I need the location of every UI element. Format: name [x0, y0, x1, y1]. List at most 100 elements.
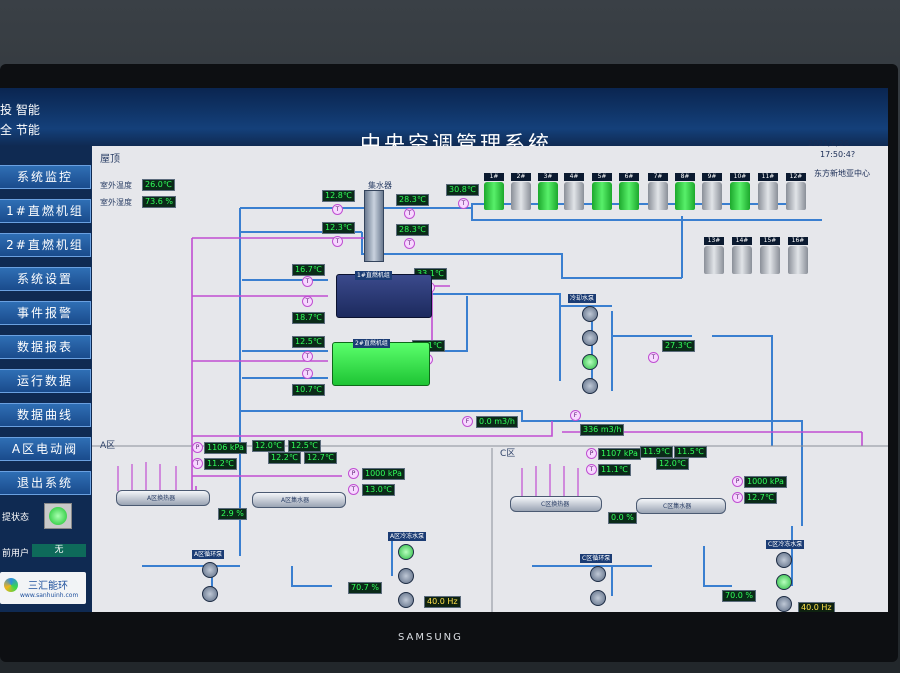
zone-c-collector-label: C区集水器: [663, 503, 692, 510]
sidebar-item-run-data[interactable]: 运行数据: [0, 369, 91, 393]
cooling-tower-icon[interactable]: 7#: [648, 173, 668, 210]
cooling-tower-icon[interactable]: 15#: [760, 237, 780, 274]
temp-sensor-icon: T: [332, 204, 343, 215]
outdoor-humidity-label: 室外湿度: [100, 198, 132, 207]
zone-c-pump2-label: C区冷冻水泵: [766, 540, 805, 549]
cooling-pump-2-icon[interactable]: [582, 330, 598, 346]
sidebar-item-chiller-2[interactable]: 2#直燃机组: [0, 233, 91, 257]
sidebar-item-reports[interactable]: 数据报表: [0, 335, 91, 359]
zone-c-pct-2: 70.0 %: [722, 590, 756, 602]
cooling-tower-number: 14#: [732, 237, 752, 245]
cooling-tower-icon[interactable]: 14#: [732, 237, 752, 274]
zone-c-small-temp-3: 12.0℃: [656, 458, 689, 470]
user-label: 前用户: [2, 549, 30, 559]
cooling-tower-number: 12#: [786, 173, 806, 181]
sidebar-item-curves[interactable]: 数据曲线: [0, 403, 91, 427]
cooling-tower-number: 2#: [511, 173, 531, 181]
zone-a-pump-5-icon[interactable]: [398, 592, 414, 608]
roof-label: 屋顶: [100, 154, 120, 165]
zone-c-small-temp-2: 11.5℃: [674, 446, 707, 458]
zone-a-pump-1-icon[interactable]: [202, 562, 218, 578]
cooling-tower-number: 6#: [619, 173, 639, 181]
cooling-pump-1-icon[interactable]: [582, 306, 598, 322]
cooling-tower-icon[interactable]: 9#: [702, 173, 722, 210]
zone-c-pump-2-icon[interactable]: [590, 590, 606, 606]
brand-line-1: 投 智能: [0, 103, 40, 117]
brand-block: 投 智能 全 节能: [0, 100, 40, 140]
cooling-tower-icon[interactable]: 6#: [619, 173, 639, 210]
zone-a-pump1-label: A区循环泵: [192, 550, 225, 559]
cooling-pump-3-icon[interactable]: [582, 354, 598, 370]
header-bar: 投 智能 全 节能 中央空调管理系统: [0, 88, 888, 156]
zone-c-pump-1-icon[interactable]: [590, 566, 606, 582]
status-label: 提状态: [2, 513, 30, 523]
status-led-icon: [49, 507, 67, 525]
temp-sensor-icon: T: [302, 368, 313, 379]
cooling-tower-icon[interactable]: 4#: [564, 173, 584, 210]
zone-c-small-temp-1: 11.9℃: [640, 446, 673, 458]
sidebar-item-alarms[interactable]: 事件报警: [0, 301, 91, 325]
sidebar-item-exit[interactable]: 退出系统: [0, 471, 91, 495]
zone-a-pump-2-icon[interactable]: [202, 586, 218, 602]
cooling-tower-icon[interactable]: 3#: [538, 173, 558, 210]
zone-c-pressure-1: 1107 kPa: [598, 448, 641, 460]
cooling-tower-icon[interactable]: 13#: [704, 237, 724, 274]
cooling-tower-icon[interactable]: 16#: [788, 237, 808, 274]
sidebar-item-system-monitor[interactable]: 系统监控: [0, 165, 91, 189]
zone-c-pressure-2: 1000 kPa: [744, 476, 787, 488]
cooling-tower-icon[interactable]: 12#: [786, 173, 806, 210]
chiller-2[interactable]: 2#直燃机组: [332, 339, 430, 386]
sidebar-item-chiller-1[interactable]: 1#直燃机组: [0, 199, 91, 223]
zone-a-small-temp-4: 12.7℃: [304, 452, 337, 464]
vendor-logo: 三汇能环 www.sanhuinh.com: [0, 572, 86, 604]
zone-c-heat-exchanger[interactable]: C区换热器: [510, 496, 602, 512]
zone-c-pump-5-icon[interactable]: [776, 596, 792, 612]
zone-a-hx-label: A区换热器: [147, 495, 176, 502]
zone-a-small-temp-1: 12.0℃: [252, 440, 285, 452]
zone-a-pressure-2: 1000 kPa: [362, 468, 405, 480]
zone-c-pump-4-icon[interactable]: [776, 574, 792, 590]
cooling-tower-number: 10#: [730, 173, 750, 181]
process-diagram-panel: 屋顶 室外温度 26.0℃ 室外湿度 73.6 % 2021/6/26 17:5…: [92, 139, 888, 612]
sidebar-item-settings[interactable]: 系统设置: [0, 267, 91, 291]
cooling-tower-number: 11#: [758, 173, 778, 181]
cooling-tower-icon[interactable]: 5#: [592, 173, 612, 210]
zone-c-collector[interactable]: C区集水器: [636, 498, 726, 514]
cooling-tower-icon[interactable]: 10#: [730, 173, 750, 210]
zone-a-pump-4-icon[interactable]: [398, 568, 414, 584]
cooling-tower-number: 5#: [592, 173, 612, 181]
zone-a-heat-exchanger[interactable]: A区换热器: [116, 490, 210, 506]
chiller-1-label: 1#直燃机组: [355, 271, 392, 280]
chiller-2-label: 2#直燃机组: [353, 339, 390, 348]
cooling-tower-icon[interactable]: 2#: [511, 173, 531, 210]
cooling-tower-icon[interactable]: 8#: [675, 173, 695, 210]
zone-a-collector[interactable]: A区集水器: [252, 492, 346, 508]
logo-url: www.sanhuinh.com: [20, 592, 79, 599]
hmi-screen: 投 智能 全 节能 中央空调管理系统 系统监控 1#直燃机组 2#直燃机组 系统…: [0, 88, 888, 612]
monitor-brand: SAMSUNG: [398, 632, 463, 643]
chiller-1[interactable]: 1#直燃机组: [336, 271, 432, 318]
flow-sensor-icon: F: [462, 416, 473, 427]
zone-a-label: A区: [100, 441, 116, 451]
cooling-tower-number: 3#: [538, 173, 558, 181]
zone-a-pump-3-icon[interactable]: [398, 544, 414, 560]
temp-sensor-icon: T: [586, 464, 597, 475]
pressure-sensor-icon: P: [732, 476, 743, 487]
user-value: 无: [32, 544, 86, 557]
zone-a-pump2-label: A区冷冻水泵: [388, 532, 427, 541]
zone-c-pump-3-icon[interactable]: [776, 552, 792, 568]
temp-sensor-icon: T: [302, 296, 313, 307]
cooling-pump-4-icon[interactable]: [582, 378, 598, 394]
temp-sensor-icon: T: [404, 238, 415, 249]
temp-sensor-icon: T: [192, 458, 203, 469]
zone-a-pressure-1: 1106 kPa: [204, 442, 247, 454]
cooling-tower-icon[interactable]: 1#: [484, 173, 504, 210]
flow-value-1: 0.0 m3/h: [476, 416, 518, 428]
zone-a-temp-1: 11.2℃: [204, 458, 237, 470]
sidebar-item-zone-a-valve[interactable]: A区电动阀: [0, 437, 91, 461]
cooling-tower-icon[interactable]: 11#: [758, 173, 778, 210]
zone-c-valve-pct: 0.0 %: [608, 512, 637, 524]
zone-c-pump1-label: C区循环泵: [580, 554, 613, 563]
temp-sensor-icon: T: [348, 484, 359, 495]
cooling-tower-number: 16#: [788, 237, 808, 245]
